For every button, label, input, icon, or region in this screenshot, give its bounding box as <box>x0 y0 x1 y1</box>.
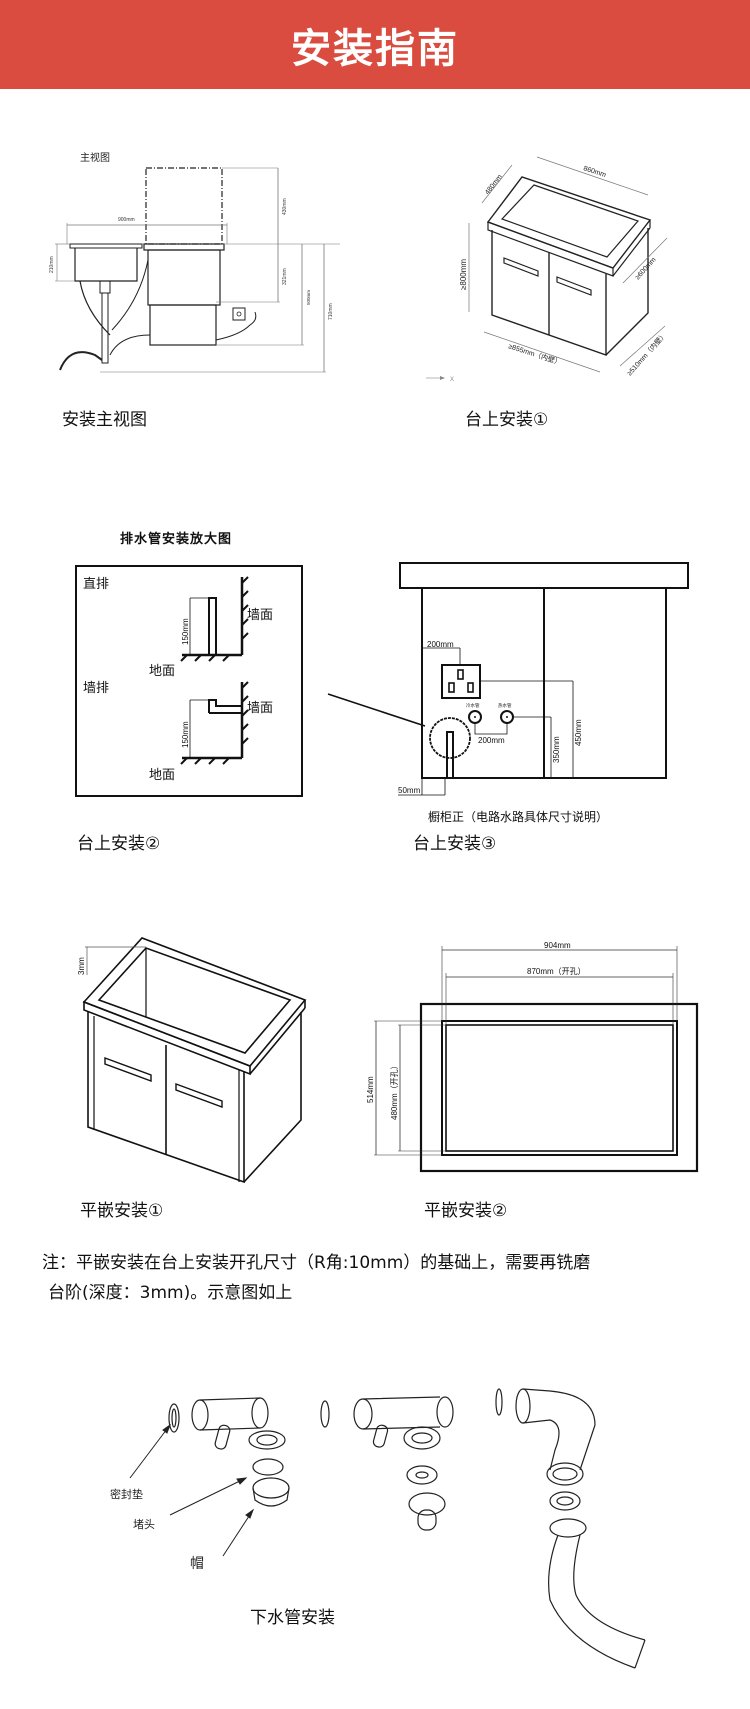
cut-height-label: 480mm（开孔） <box>390 1061 399 1120</box>
straight-drain-label: 直排 <box>83 577 109 592</box>
dim-600: ≥600mm <box>634 256 658 281</box>
counter-install-2-diagram: 直排 150mm 墙面 地面 墙排 150mm 墙面 地面 <box>75 565 303 797</box>
caption-counter-install-1: 台上安装① <box>465 410 549 430</box>
cap-label: 帽 <box>190 1556 204 1572</box>
socket-height-label: 450mm <box>574 719 583 746</box>
dim-321: 321mm <box>282 268 288 285</box>
wall-drain-height-label: 150mm <box>181 721 190 748</box>
wall-drain-wall-label: 墙面 <box>247 701 273 716</box>
dim-800: ≥800mm <box>459 259 468 290</box>
cut-width-label: 870mm（开孔） <box>527 967 586 976</box>
outer-width-label: 904mm <box>544 941 571 950</box>
counter-install-1-diagram: 480mm 860mm ≥800mm ≥600mm ≥855mm（内壁） ≥51… <box>426 156 669 383</box>
straight-wall-label: 墙面 <box>247 608 273 623</box>
caption-counter-install-2: 台上安装② <box>77 834 161 854</box>
note-line-2: 台阶(深度：3mm)。示意图如上 <box>48 1283 293 1303</box>
pipe-spacing-label: 200mm <box>478 736 505 745</box>
counter-install-3-diagram: 200mm 冷水管 热水管 200mm 350mm 450mm 50mm 橱柜正… <box>398 562 689 824</box>
page-header: 安装指南 <box>0 0 750 89</box>
wall-drain-label: 墙排 <box>83 681 109 696</box>
hot-pipe-label: 热水管 <box>498 702 512 709</box>
dim-500: 500mm <box>306 290 311 305</box>
flush-install-note: 注：平嵌安装在台上安装开孔尺寸（R角:10mm）的基础上，需要再铣磨 台阶(深度… <box>42 1248 742 1308</box>
straight-floor-label: 地面 <box>149 664 175 679</box>
dim-480: 480mm <box>484 173 504 196</box>
gasket-1 <box>168 1403 180 1433</box>
dim-900: 900mm <box>118 217 135 223</box>
caption-counter-install-3: 台上安装③ <box>413 834 497 854</box>
caption-main-view: 安装主视图 <box>62 410 147 430</box>
flush-install-2-diagram: 904mm 870mm（开孔） 514mm 480mm（开孔） <box>366 941 699 1173</box>
main-view-diagram: 主视图 900mm 210mm 430mm 321mm 500mm 710mm <box>49 151 340 373</box>
pipe-install-diagram: 密封垫 堵头 帽 <box>110 1388 646 1669</box>
note-line-1: 注：平嵌安装在台上安装开孔尺寸（R角:10mm）的基础上，需要再铣磨 <box>42 1253 591 1273</box>
dim-210: 210mm <box>49 256 55 273</box>
dim-430: 430mm <box>282 198 288 215</box>
connector-line <box>327 693 426 727</box>
flush-install-1-diagram: 3mm <box>77 937 307 1184</box>
straight-height-label: 150mm <box>181 618 190 645</box>
cabinet-front-note: 橱柜正（电路水路具体尺寸说明） <box>428 809 608 824</box>
plug-label: 堵头 <box>133 1517 155 1531</box>
outer-height-label: 514mm <box>366 1076 375 1103</box>
gasket-label: 密封垫 <box>110 1487 143 1501</box>
caption-pipe-install: 下水管安装 <box>250 1608 335 1628</box>
drain-enlarged-title: 排水管安装放大图 <box>120 532 233 547</box>
drain-offset-label: 50mm <box>398 786 421 795</box>
cold-pipe-label: 冷水管 <box>466 702 480 709</box>
wall-drain-floor-label: 地面 <box>149 768 175 783</box>
axis-x-label: X <box>450 377 454 383</box>
dim-855: ≥855mm（内壁） <box>507 341 562 367</box>
socket-offset-label: 200mm <box>427 640 454 649</box>
pipe-height-label: 350mm <box>552 736 561 763</box>
dim-710: 710mm <box>328 303 334 320</box>
caption-flush-install-2: 平嵌安装② <box>424 1201 508 1221</box>
main-view-title: 主视图 <box>80 151 110 164</box>
step-depth-label: 3mm <box>77 957 86 975</box>
dim-510: ≥510mm（内壁） <box>625 330 669 377</box>
page-title: 安装指南 <box>291 25 459 72</box>
caption-flush-install-1: 平嵌安装① <box>80 1201 164 1221</box>
